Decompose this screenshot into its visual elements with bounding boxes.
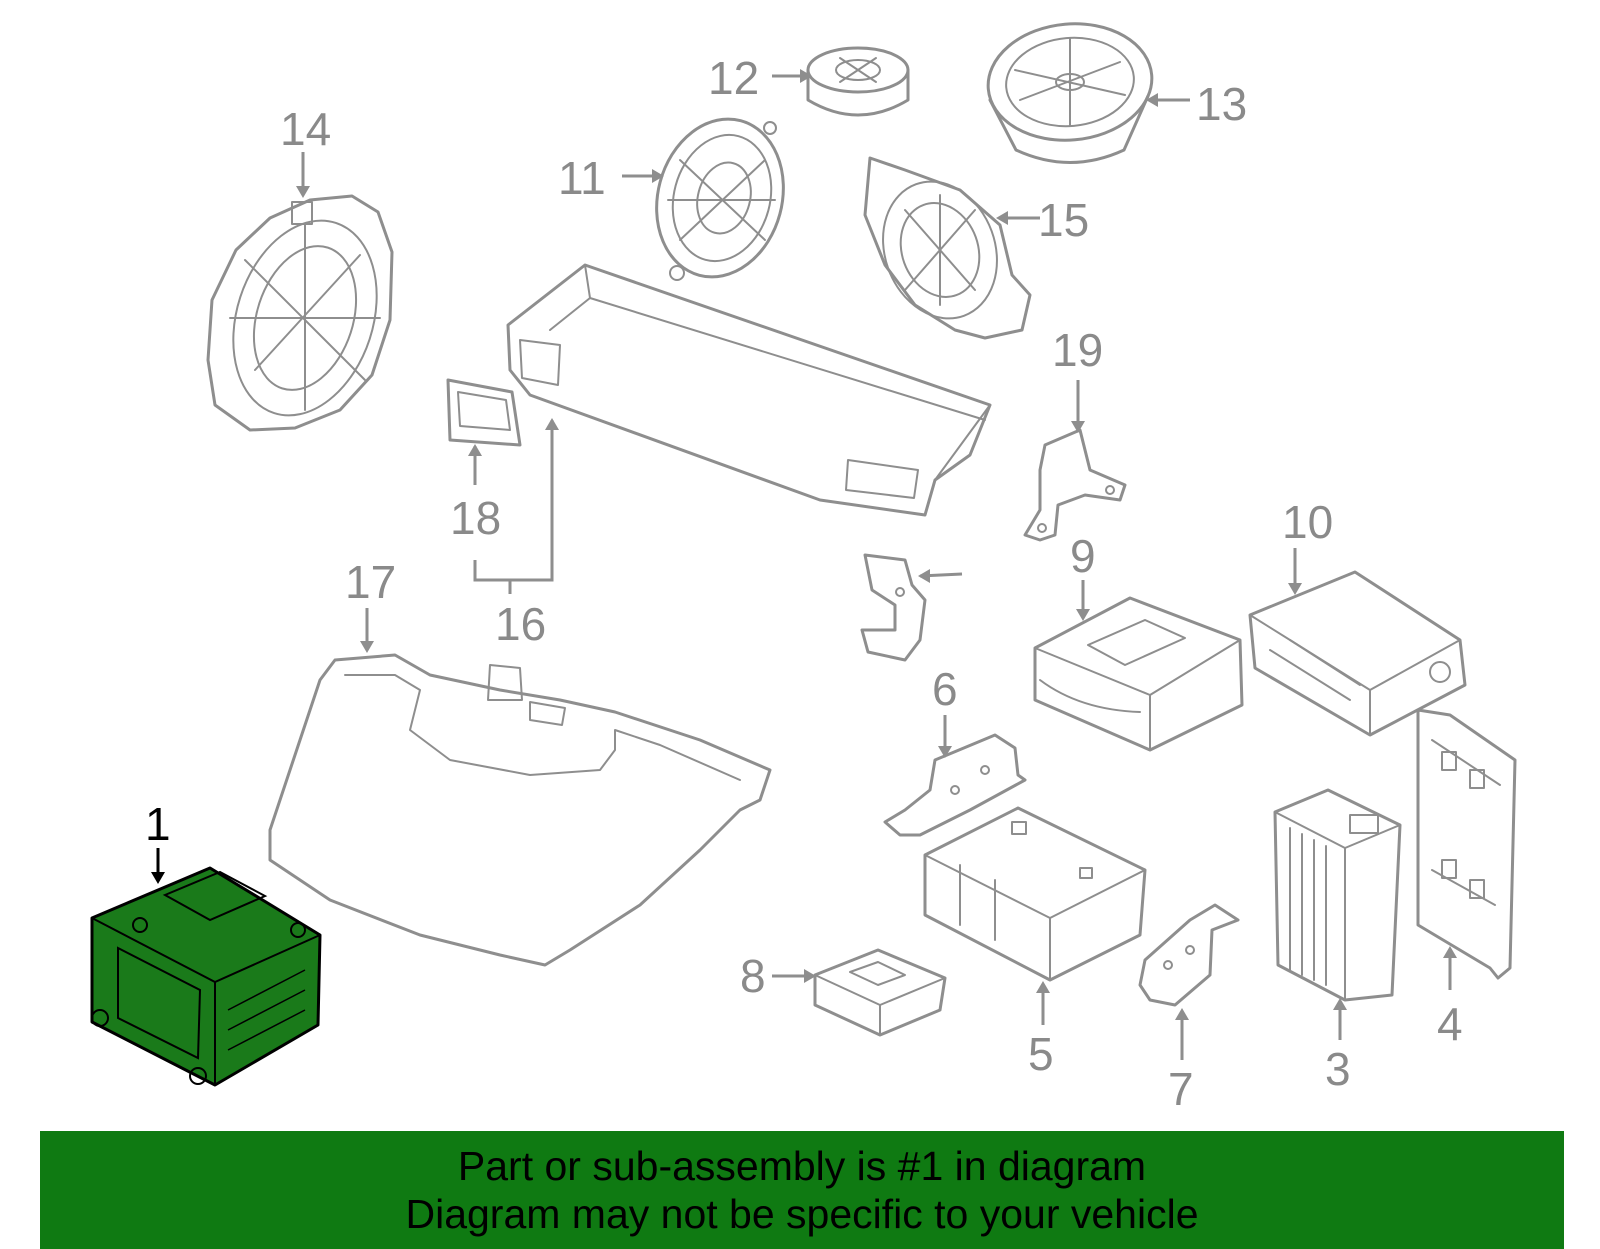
info-banner: Part or sub-assembly is #1 in diagram Di… bbox=[40, 1131, 1564, 1249]
svg-text:5: 5 bbox=[1028, 1028, 1054, 1080]
callout-14: 15 bbox=[996, 194, 1089, 246]
callout-9: 10 bbox=[1282, 496, 1333, 595]
svg-text:10: 10 bbox=[1282, 496, 1333, 548]
banner-line-1: Part or sub-assembly is #1 in diagram bbox=[457, 1143, 1147, 1189]
svg-text:6: 6 bbox=[932, 663, 958, 715]
part-12-speaker[interactable] bbox=[983, 17, 1156, 164]
part-19-bracket[interactable] bbox=[860, 553, 927, 662]
callout-3: 4 bbox=[1437, 946, 1463, 1050]
callout-18: 19 bbox=[1052, 324, 1103, 433]
svg-text:3: 3 bbox=[1325, 1043, 1351, 1095]
part-16-floor-cover[interactable] bbox=[268, 653, 772, 967]
svg-text:18: 18 bbox=[450, 492, 501, 544]
callout-1: 1 bbox=[145, 798, 171, 884]
callout-12: 13 bbox=[1146, 78, 1247, 130]
svg-text:15: 15 bbox=[1038, 194, 1089, 246]
callout-19 bbox=[918, 569, 963, 583]
part-8-module[interactable] bbox=[1033, 596, 1244, 752]
banner-line-2: Diagram may not be specific to your vehi… bbox=[405, 1191, 1199, 1237]
svg-text:11: 11 bbox=[558, 152, 606, 204]
callout-8: 9 bbox=[1070, 530, 1096, 621]
part-11-tweeter[interactable] bbox=[806, 46, 910, 117]
part-1-head-unit[interactable] bbox=[90, 866, 322, 1087]
callout-15: 16 bbox=[473, 418, 559, 650]
callout-6: 7 bbox=[1168, 1008, 1194, 1115]
callout-11: 12 bbox=[708, 52, 812, 104]
callout-16: 17 bbox=[345, 556, 396, 653]
svg-text:19: 19 bbox=[1052, 324, 1103, 376]
part-10-speaker[interactable] bbox=[639, 105, 800, 292]
svg-text:17: 17 bbox=[345, 556, 396, 608]
svg-text:4: 4 bbox=[1437, 998, 1463, 1050]
part-15-subwoofer-box[interactable] bbox=[506, 263, 992, 517]
callout-5: 6 bbox=[932, 663, 958, 758]
part-6-bracket[interactable] bbox=[1138, 903, 1240, 1007]
part-3-panel[interactable] bbox=[1416, 708, 1517, 980]
svg-text:9: 9 bbox=[1070, 530, 1096, 582]
part-18-bracket[interactable] bbox=[1023, 428, 1127, 542]
part-5-bracket[interactable] bbox=[883, 733, 1027, 837]
svg-text:8: 8 bbox=[740, 950, 766, 1002]
svg-text:12: 12 bbox=[708, 52, 759, 104]
callout-7: 8 bbox=[740, 950, 816, 1002]
part-9-module[interactable] bbox=[1248, 570, 1467, 737]
svg-text:7: 7 bbox=[1168, 1063, 1194, 1115]
callout-13: 14 bbox=[280, 103, 331, 198]
callout-10: 11 bbox=[558, 152, 664, 204]
svg-text:1: 1 bbox=[145, 798, 171, 850]
callout-2: 3 bbox=[1325, 998, 1351, 1095]
svg-text:14: 14 bbox=[280, 103, 331, 155]
part-14-speaker[interactable] bbox=[863, 156, 1032, 340]
callout-4: 5 bbox=[1028, 981, 1054, 1080]
callout-17: 18 bbox=[450, 444, 501, 544]
svg-text:13: 13 bbox=[1196, 78, 1247, 130]
part-7-module[interactable] bbox=[813, 948, 947, 1037]
part-13-speaker[interactable] bbox=[206, 194, 401, 434]
part-2-amplifier[interactable] bbox=[1273, 788, 1402, 1002]
part-4-module[interactable] bbox=[923, 806, 1147, 982]
part-17-trim[interactable] bbox=[446, 378, 522, 447]
svg-text:16: 16 bbox=[495, 598, 546, 650]
